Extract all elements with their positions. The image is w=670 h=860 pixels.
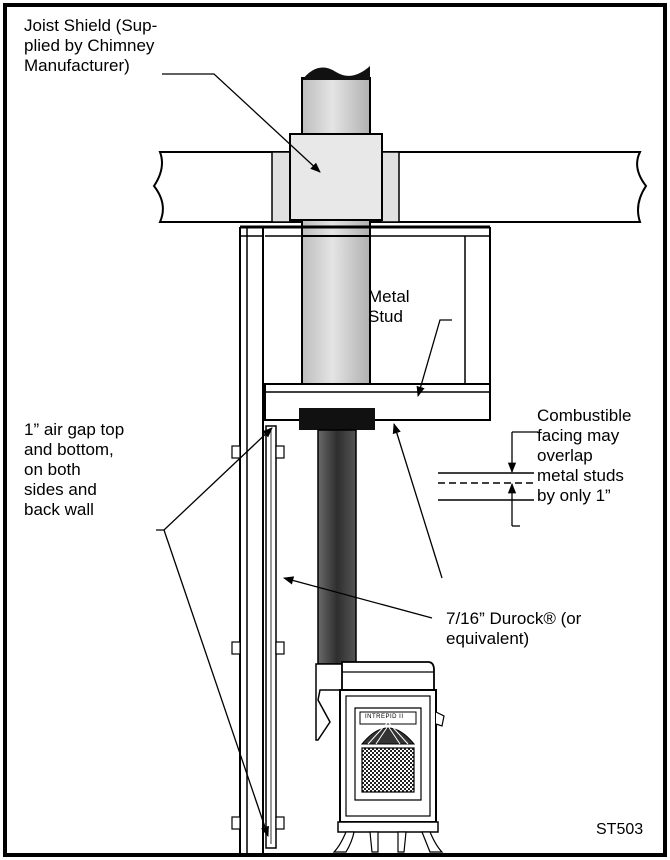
stove-badge: INTREPID II [365, 714, 404, 720]
label-durock: 7/16” Durock® (or equivalent) [446, 609, 582, 648]
standoff-fastener [231, 445, 285, 830]
support-collar [299, 408, 375, 430]
metal-stud-box [240, 225, 491, 421]
label-combustible-facing: Combustible facing may overlap metal stu… [537, 406, 632, 505]
label-air-gap: 1” air gap top and bottom, on both sides… [24, 420, 125, 519]
ceiling-joist [152, 151, 648, 223]
joist-shield [289, 133, 383, 221]
leader-lines [156, 73, 452, 837]
label-joist-shield: Joist Shield (Sup- plied by Chimney Manu… [24, 16, 158, 75]
combustible-dimension [438, 431, 538, 527]
stove-pipe [317, 429, 357, 665]
wood-stove [315, 661, 445, 853]
wall-section [231, 227, 285, 854]
label-metal-stud: Metal Stud [368, 287, 410, 326]
outer-border [3, 3, 667, 857]
figure-code: ST503 [596, 821, 644, 838]
